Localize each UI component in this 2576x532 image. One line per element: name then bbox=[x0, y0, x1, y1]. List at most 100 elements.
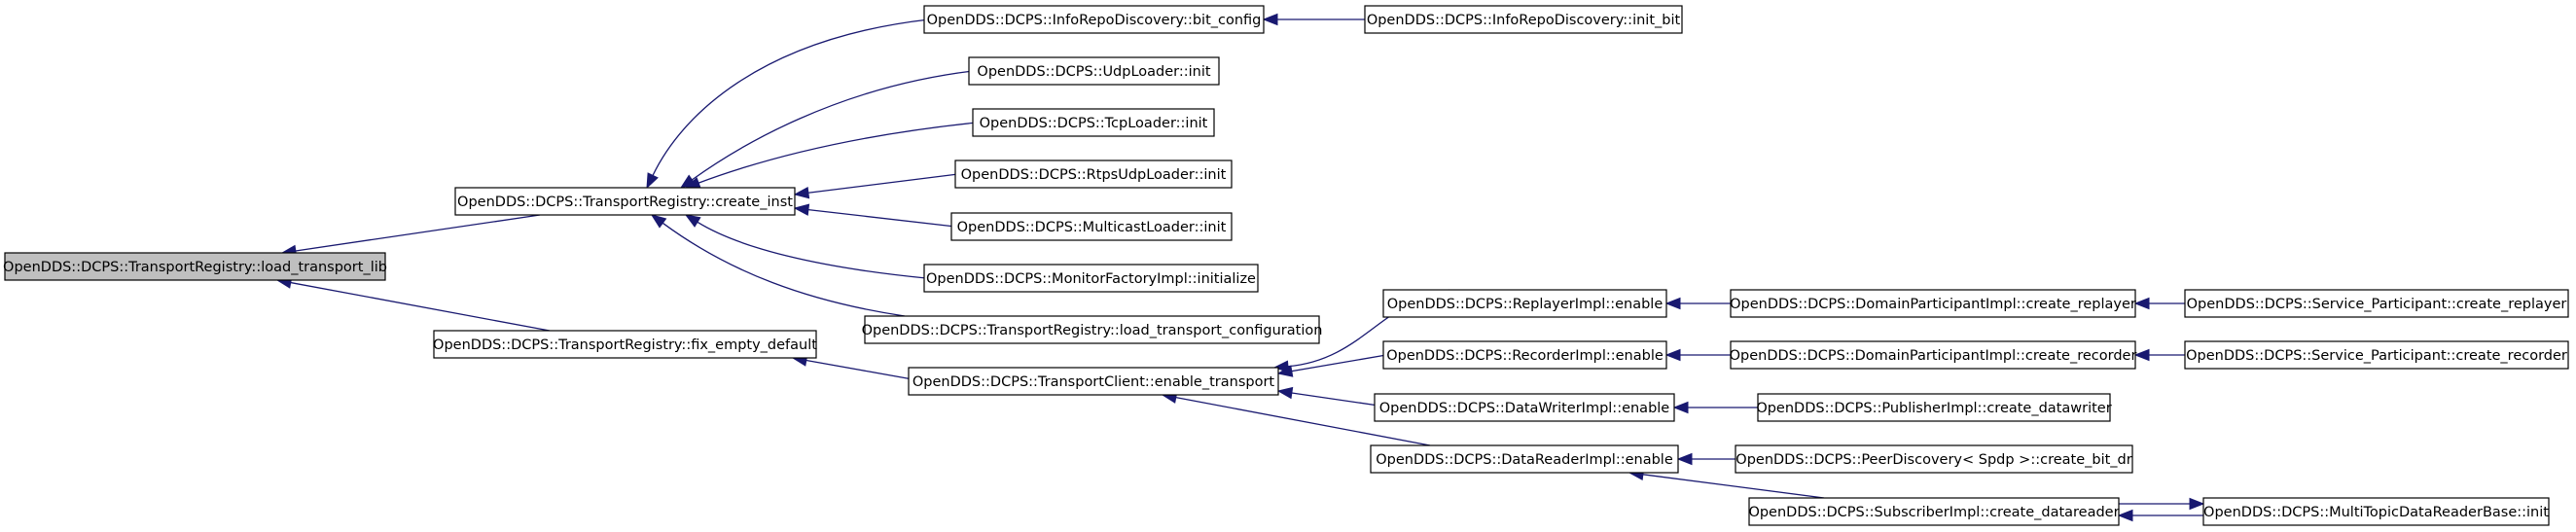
edge-line bbox=[1291, 354, 1387, 372]
node-box bbox=[954, 160, 1233, 189]
edge-line bbox=[295, 214, 541, 252]
node-create-inst[interactable]: OpenDDS::DCPS::TransportRegistry::create… bbox=[454, 187, 796, 216]
node-init-bit[interactable]: OpenDDS::DCPS::InfoRepoDiscovery::init_b… bbox=[1364, 5, 1683, 34]
node-box bbox=[1374, 393, 1675, 422]
edge-line bbox=[1175, 396, 1431, 446]
node-label: OpenDDS::DCPS::InfoRepoDiscovery::init_b… bbox=[1367, 13, 1681, 28]
arrowhead-icon bbox=[2133, 348, 2150, 362]
edge-line bbox=[1291, 392, 1379, 407]
node-bit-config[interactable]: OpenDDS::DCPS::InfoRepoDiscovery::bit_co… bbox=[923, 5, 1265, 34]
node-replayer-enable[interactable]: OpenDDS::DCPS::ReplayerImpl::enable bbox=[1382, 289, 1667, 318]
edge-line bbox=[807, 173, 959, 194]
node-label: OpenDDS::DCPS::Service_Participant::crea… bbox=[2187, 297, 2567, 312]
node-load-transport-configuration[interactable]: OpenDDS::DCPS::TransportRegistry::load_t… bbox=[862, 315, 1323, 344]
edge-rtps-init-to-create-inst bbox=[793, 173, 959, 199]
node-sp-create-recorder[interactable]: OpenDDS::DCPS::Service_Participant::crea… bbox=[2184, 340, 2569, 370]
edge-line bbox=[697, 221, 927, 279]
node-dr-enable[interactable]: OpenDDS::DCPS::DataReaderImpl::enable bbox=[1370, 444, 1679, 474]
edge-peer-create-bit-dr-to-dr-enable bbox=[1676, 452, 1738, 466]
edge-recorder-enable-to-enable-transport bbox=[1276, 354, 1387, 377]
edge-enable-transport-to-fix-empty-default bbox=[791, 354, 913, 380]
node-box bbox=[454, 187, 796, 216]
node-box bbox=[864, 315, 1320, 344]
node-label: OpenDDS::DCPS::TransportRegistry::fix_em… bbox=[433, 337, 817, 353]
node-box bbox=[1748, 497, 2120, 526]
node-box bbox=[2202, 497, 2550, 526]
node-mtdrb-init[interactable]: OpenDDS::DCPS::MultiTopicDataReaderBase:… bbox=[2202, 497, 2550, 526]
arrowhead-icon bbox=[793, 187, 810, 199]
node-label: OpenDDS::DCPS::TransportRegistry::load_t… bbox=[862, 323, 1323, 338]
node-label: OpenDDS::DCPS::RtpsUdpLoader::init bbox=[961, 167, 1227, 183]
edge-line bbox=[805, 359, 913, 380]
node-label: OpenDDS::DCPS::TransportRegistry::create… bbox=[457, 195, 793, 210]
arrowhead-icon bbox=[1676, 452, 1693, 466]
node-dw-enable[interactable]: OpenDDS::DCPS::DataWriterImpl::enable bbox=[1374, 393, 1675, 422]
node-monitor-init[interactable]: OpenDDS::DCPS::MonitorFactoryImpl::initi… bbox=[923, 264, 1259, 293]
node-label: OpenDDS::DCPS::TcpLoader::init bbox=[980, 116, 1208, 131]
edge-line bbox=[807, 208, 956, 228]
node-peer-create-bit-dr[interactable]: OpenDDS::DCPS::PeerDiscovery< Spdp >::cr… bbox=[1735, 444, 2133, 474]
arrowhead-icon bbox=[1672, 401, 1689, 414]
edge-create-inst-to-load-transport-lib bbox=[280, 214, 541, 258]
node-dp-create-recorder[interactable]: OpenDDS::DCPS::DomainParticipantImpl::cr… bbox=[1730, 340, 2137, 370]
node-label: OpenDDS::DCPS::InfoRepoDiscovery::bit_co… bbox=[927, 13, 1262, 28]
node-pub-create-datawriter[interactable]: OpenDDS::DCPS::PublisherImpl::create_dat… bbox=[1756, 393, 2112, 422]
node-box bbox=[433, 330, 817, 359]
node-box bbox=[950, 212, 1233, 241]
node-label: OpenDDS::DCPS::DomainParticipantImpl::cr… bbox=[1730, 297, 2136, 312]
edges-layer bbox=[275, 13, 2205, 522]
arrowhead-icon bbox=[684, 214, 701, 228]
edge-bit-config-to-create-inst bbox=[646, 18, 930, 190]
edge-dp-create-replayer-to-replayer-enable bbox=[1664, 297, 1733, 310]
node-label: OpenDDS::DCPS::MulticastLoader::init bbox=[957, 220, 1227, 235]
edge-udp-init-to-create-inst bbox=[679, 70, 974, 189]
node-label: OpenDDS::DCPS::PublisherImpl::create_dat… bbox=[1756, 401, 2111, 416]
edge-monitor-init-to-create-inst bbox=[684, 214, 927, 279]
node-dp-create-replayer[interactable]: OpenDDS::DCPS::DomainParticipantImpl::cr… bbox=[1730, 289, 2136, 318]
node-udp-init[interactable]: OpenDDS::DCPS::UdpLoader::init bbox=[968, 56, 1220, 86]
node-enable-transport[interactable]: OpenDDS::DCPS::TransportClient::enable_t… bbox=[908, 367, 1279, 396]
node-fix-empty-default[interactable]: OpenDDS::DCPS::TransportRegistry::fix_em… bbox=[433, 330, 817, 359]
arrowhead-icon bbox=[1664, 348, 1681, 362]
node-mcast-init[interactable]: OpenDDS::DCPS::MulticastLoader::init bbox=[950, 212, 1233, 241]
node-label: OpenDDS::DCPS::RecorderImpl::enable bbox=[1386, 348, 1664, 364]
arrowhead-icon bbox=[2117, 509, 2133, 522]
edge-dp-create-recorder-to-recorder-enable bbox=[1664, 348, 1733, 362]
edge-sp-create-replayer-to-dp-create-replayer bbox=[2133, 297, 2187, 310]
node-box bbox=[4, 252, 386, 281]
edge-line bbox=[698, 122, 978, 184]
node-box bbox=[1382, 289, 1667, 318]
nodes-layer: OpenDDS::DCPS::TransportRegistry::load_t… bbox=[3, 5, 2569, 526]
edge-dw-enable-to-enable-transport bbox=[1276, 386, 1379, 407]
edge-pub-create-datawriter-to-dw-enable bbox=[1672, 401, 1760, 414]
arrowhead-icon bbox=[1262, 13, 1278, 26]
arrowhead-icon bbox=[1276, 386, 1294, 400]
node-label: OpenDDS::DCPS::UdpLoader::init bbox=[977, 64, 1210, 80]
edge-line bbox=[662, 222, 906, 317]
node-sub-create-datareader[interactable]: OpenDDS::DCPS::SubscriberImpl::create_da… bbox=[1748, 497, 2120, 526]
node-box bbox=[968, 56, 1220, 86]
arrowhead-icon bbox=[2189, 497, 2205, 511]
edge-line bbox=[1642, 474, 1825, 499]
node-tcp-init[interactable]: OpenDDS::DCPS::TcpLoader::init bbox=[972, 108, 1215, 137]
edge-line bbox=[290, 281, 551, 332]
node-box bbox=[1364, 5, 1683, 34]
node-sp-create-replayer[interactable]: OpenDDS::DCPS::Service_Participant::crea… bbox=[2184, 289, 2569, 318]
node-label: OpenDDS::DCPS::TransportClient::enable_t… bbox=[912, 374, 1275, 390]
node-label: OpenDDS::DCPS::DataWriterImpl::enable bbox=[1379, 401, 1670, 416]
node-label: OpenDDS::DCPS::MultiTopicDataReaderBase:… bbox=[2203, 505, 2549, 520]
node-load-transport-lib: OpenDDS::DCPS::TransportRegistry::load_t… bbox=[3, 252, 387, 281]
node-box bbox=[1730, 340, 2136, 370]
node-box bbox=[1730, 289, 2136, 318]
arrowhead-icon bbox=[1276, 365, 1294, 377]
node-label: OpenDDS::DCPS::DataReaderImpl::enable bbox=[1376, 452, 1673, 468]
node-recorder-enable[interactable]: OpenDDS::DCPS::RecorderImpl::enable bbox=[1382, 340, 1667, 370]
edge-sp-create-recorder-to-dp-create-recorder bbox=[2133, 348, 2187, 362]
edge-mtdrb-init-to-sub-create-datareader bbox=[2117, 509, 2205, 522]
node-box bbox=[2184, 289, 2569, 318]
node-label: OpenDDS::DCPS::ReplayerImpl::enable bbox=[1387, 297, 1664, 312]
node-rtps-init[interactable]: OpenDDS::DCPS::RtpsUdpLoader::init bbox=[954, 160, 1233, 189]
node-label: OpenDDS::DCPS::PeerDiscovery< Spdp >::cr… bbox=[1735, 452, 2131, 468]
edge-load-transport-configuration-to-create-inst bbox=[650, 214, 906, 317]
arrowhead-icon bbox=[793, 203, 810, 216]
